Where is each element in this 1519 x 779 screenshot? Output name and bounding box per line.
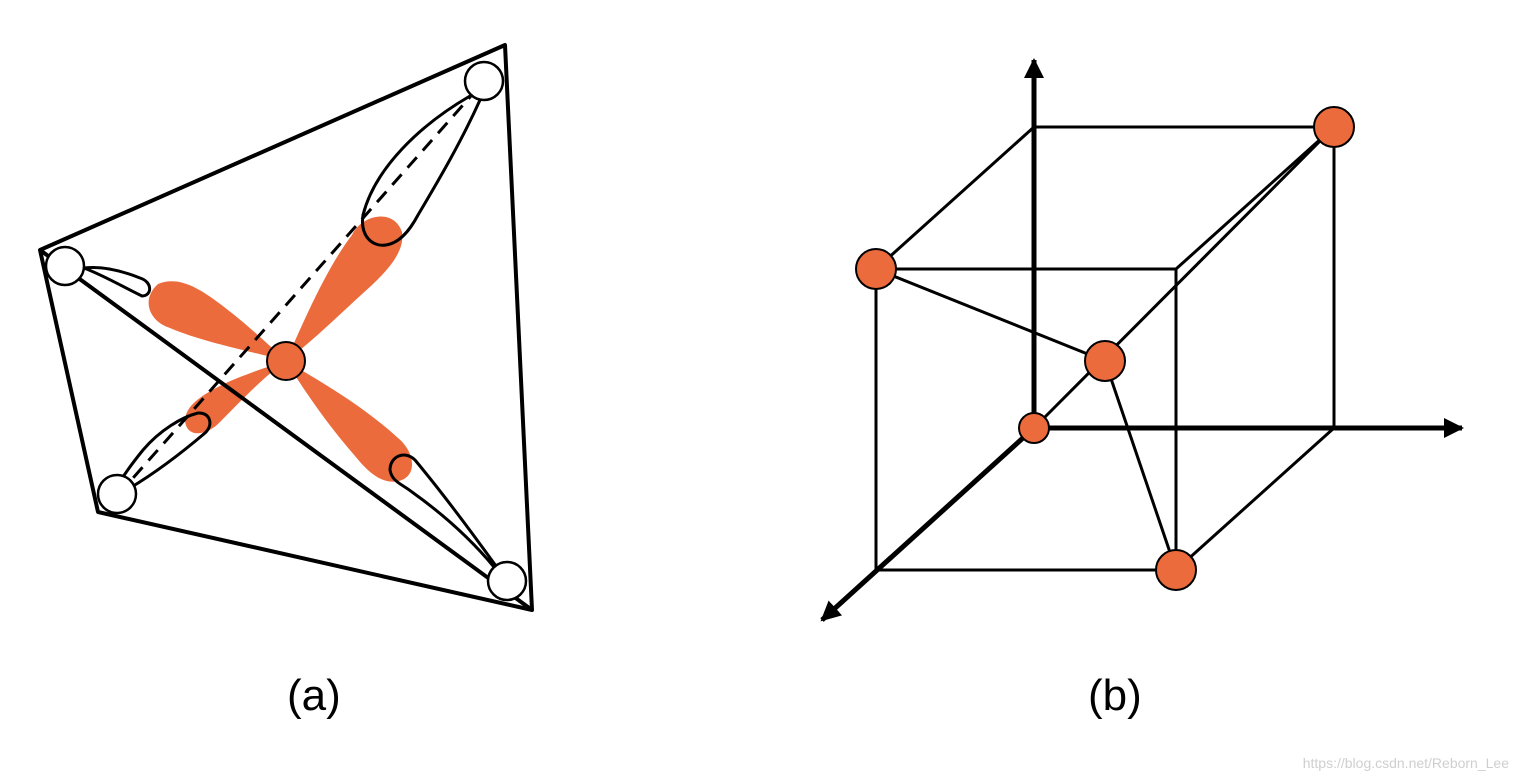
- orbital-lobe-lower-right: [286, 361, 413, 482]
- atom-hollow-lower-right: [486, 560, 528, 602]
- caption-panel-a: (a): [287, 671, 341, 720]
- atom-hollow-left: [44, 245, 86, 287]
- cube-edge-top-right: [1174, 125, 1336, 271]
- tetrahedron-hidden-edge: [116, 78, 488, 496]
- bond-center-to-front-top-left: [875, 267, 1106, 363]
- tetrahedron-edges: [38, 43, 534, 612]
- tetrahedron-edge-diagonal: [38, 248, 534, 612]
- orbital-lobe-lower-left: [185, 361, 286, 434]
- tetrahedron-outline: [38, 43, 534, 612]
- atom-cube-center: [1084, 340, 1126, 382]
- axis-depth: [820, 426, 1036, 622]
- hollow-atoms: [44, 60, 528, 602]
- bond-center-to-front-bottom-right: [1103, 360, 1178, 571]
- panel-b-cube: [820, 58, 1464, 622]
- bond-loop-lower-right: [388, 453, 498, 568]
- atom-cube-back-top-right: [1313, 106, 1355, 148]
- cube-edge-top-left: [874, 125, 1036, 271]
- coordinate-axes: [820, 58, 1464, 622]
- caption-panel-b: (b): [1088, 671, 1142, 720]
- cube-front-face: [874, 267, 1178, 572]
- bond-loop-left: [83, 266, 152, 298]
- atom-cube-front-bottom-right: [1155, 549, 1197, 591]
- bond-loop-upper-right: [361, 94, 482, 247]
- atom-cube-front-top-left: [855, 248, 897, 290]
- atom-hollow-top: [463, 60, 505, 102]
- orbital-lobe-left: [148, 281, 286, 361]
- hybrid-orbital-lobes: [148, 216, 413, 482]
- cube-atoms: [855, 106, 1355, 591]
- panel-a-tetrahedron: [38, 43, 534, 612]
- cube-edge-bottom-right: [1174, 426, 1336, 572]
- atom-hollow-lower-left: [96, 473, 138, 515]
- bond-loop-lower-left: [118, 411, 212, 490]
- cube-body-diagonal: [1032, 125, 1336, 430]
- watermark-url: https://blog.csdn.net/Reborn_Lee: [1302, 755, 1509, 771]
- atom-cube-origin: [1018, 412, 1050, 444]
- atom-center: [266, 341, 306, 381]
- bond-loops: [83, 94, 498, 568]
- orbital-lobe-upper-right: [286, 216, 403, 361]
